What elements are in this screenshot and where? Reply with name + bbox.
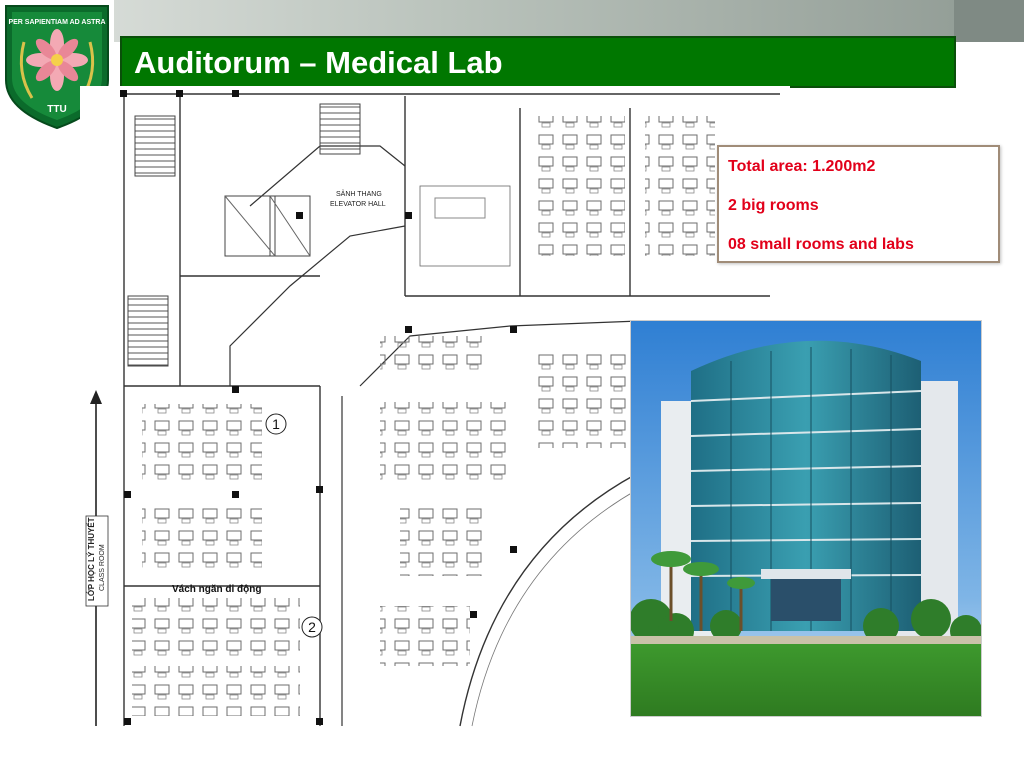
logo-abbrev: TTU <box>47 104 66 115</box>
small-rooms-text: 08 small rooms and labs <box>728 236 914 253</box>
class-room-en: CLASS ROOM <box>99 544 106 591</box>
shield-logo-icon: PER SAPIENTIAM AD ASTRA TTU <box>5 5 109 130</box>
movable-partition-label: Vách ngăn di động <box>172 584 261 595</box>
building-illustration <box>631 321 981 716</box>
total-area-text: Total area: 1.200m2 <box>728 158 876 175</box>
logo-motto: PER SAPIENTIAM AD ASTRA <box>8 19 105 26</box>
ttu-logo: PER SAPIENTIAM AD ASTRA TTU <box>0 0 114 132</box>
elevator-hall-en: ELEVATOR HALL <box>330 201 386 208</box>
room-1-marker: 1 <box>272 416 280 432</box>
top-header-band <box>0 0 1024 42</box>
building-photo <box>630 320 982 717</box>
big-rooms-text: 2 big rooms <box>728 197 819 214</box>
elevator-hall-vn: SẢNH THANG <box>336 189 382 198</box>
class-room-vn: LỚP HỌC LÝ THUYẾT <box>86 517 96 601</box>
slide-title: Auditorum – Medical Lab <box>134 45 503 80</box>
room-2-marker: 2 <box>308 619 316 635</box>
top-header-band-accent <box>954 0 1024 42</box>
area-info-box: Total area: 1.200m2 2 big rooms 08 small… <box>717 145 1000 263</box>
slide-title-bar: Auditorum – Medical Lab <box>120 36 956 88</box>
floor-plan-drawing: SẢNH THANG ELEVATOR HALL LỚP HỌC LÝ THUY… <box>85 90 780 727</box>
